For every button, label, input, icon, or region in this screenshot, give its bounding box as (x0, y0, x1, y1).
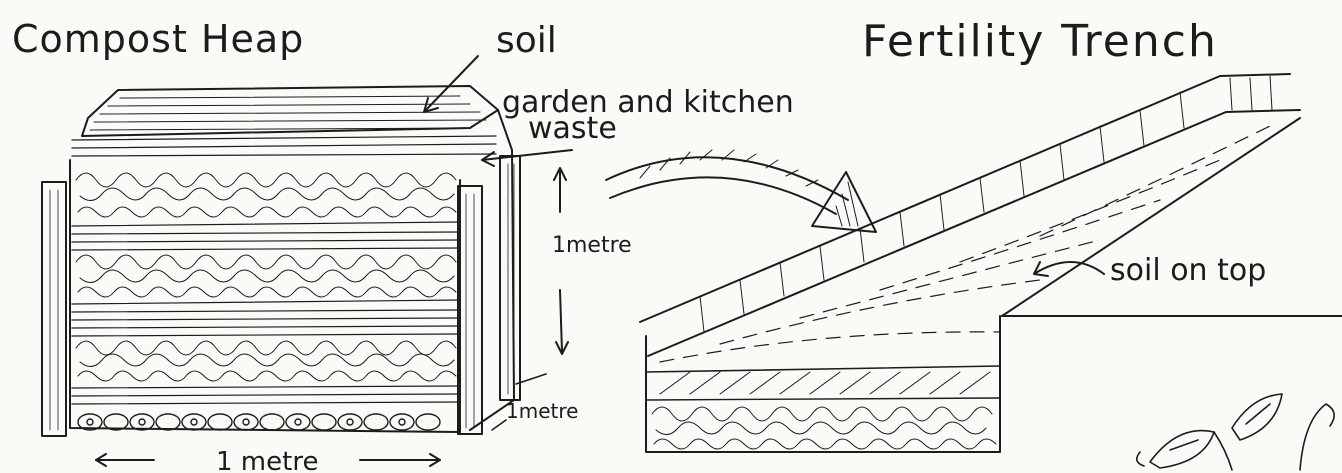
trench-waste-line (646, 398, 1000, 400)
depth-dimension-line-bottom (492, 420, 506, 430)
heap-body-outline (70, 160, 460, 432)
heap-waste-layer-2 (76, 255, 456, 297)
trench-soil-line (646, 366, 1000, 372)
label-waste: waste (528, 111, 617, 146)
trench-waste-layer (652, 407, 996, 449)
heap-post-grain (50, 164, 514, 430)
heap-post-back-right (500, 156, 520, 400)
compost-heap-drawing (42, 56, 572, 466)
heap-base-sticks (78, 414, 440, 430)
heap-waste-layer-1 (76, 173, 456, 217)
waste-pointer-line (482, 150, 572, 160)
heap-post-front-right (458, 186, 482, 434)
label-soil: soil (496, 20, 557, 61)
label-depth-1metre: 1metre (506, 399, 578, 423)
label-width-1metre: 1 metre (216, 447, 318, 473)
fertility-trench-title: Fertility Trench (862, 16, 1218, 67)
compost-heap-title: Compost Heap (12, 17, 304, 61)
height-dimension-line (560, 170, 562, 352)
plant-sketch (1137, 394, 1334, 470)
label-soil-on-top: soil on top (1110, 253, 1266, 288)
trench-soil-hatch (660, 372, 990, 394)
curved-arrow (606, 150, 876, 232)
heap-strata (72, 136, 496, 404)
trench-back-wall-bottom (648, 110, 1300, 356)
heap-waste-layer-3 (76, 341, 456, 381)
curved-arrow-lower (610, 177, 836, 214)
heap-post-left (42, 182, 66, 436)
label-height-1metre: 1metre (552, 233, 632, 258)
